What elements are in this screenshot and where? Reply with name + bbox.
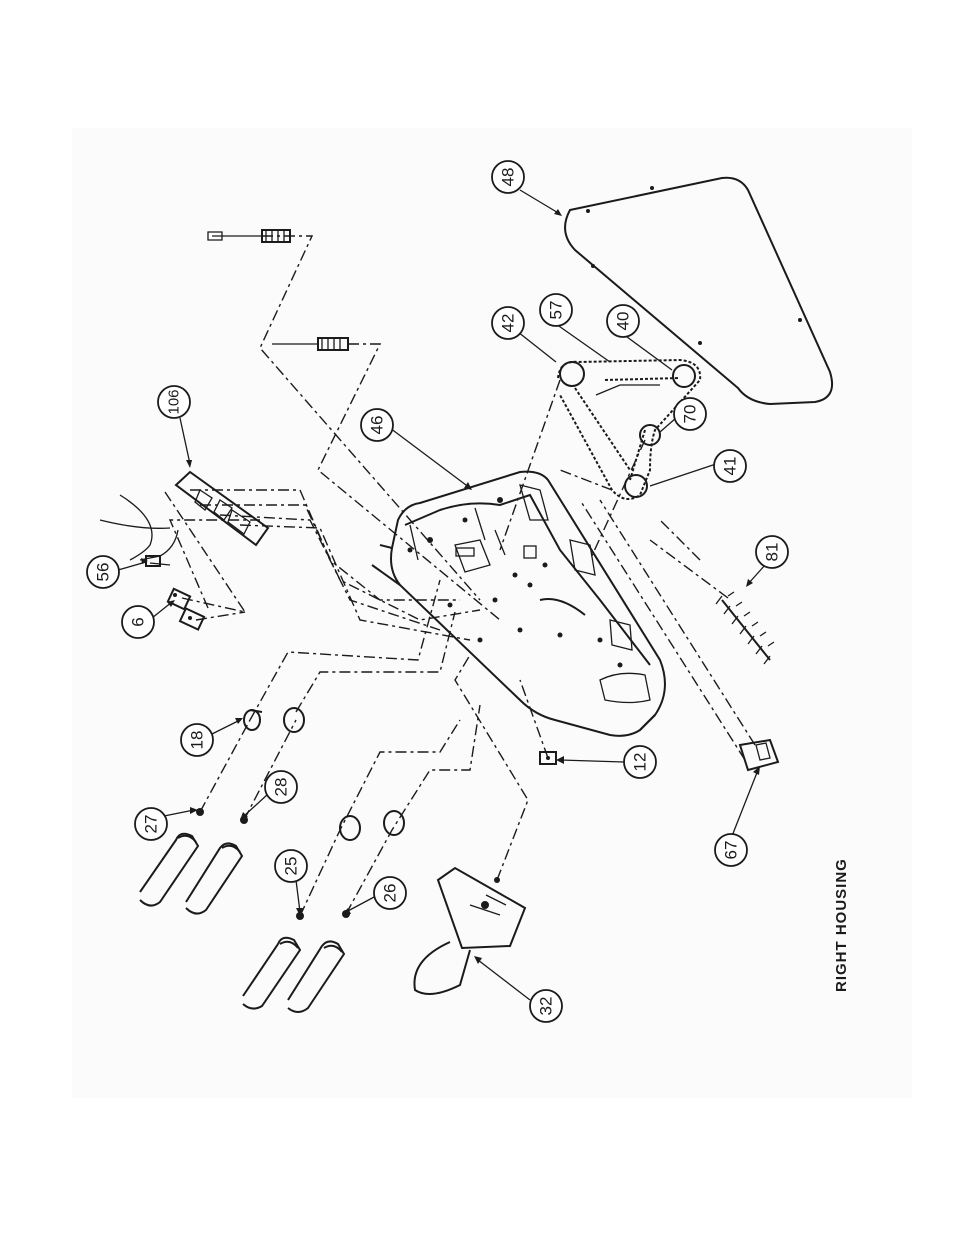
- svg-text:70: 70: [681, 405, 700, 424]
- callout-48: 48: [491, 160, 525, 194]
- svg-text:18: 18: [188, 731, 207, 750]
- cover-plate: [564, 176, 834, 406]
- diagram-title: RIGHT HOUSING: [833, 858, 850, 992]
- wire-harness: [99, 494, 179, 567]
- svg-text:57: 57: [547, 301, 566, 320]
- svg-text:106: 106: [166, 389, 183, 414]
- leader-lines: [117, 189, 767, 1001]
- callout-70: 70: [673, 397, 707, 431]
- callout-106: 106: [157, 385, 191, 419]
- callout-28: 28: [264, 770, 298, 804]
- svg-text:42: 42: [499, 314, 518, 333]
- svg-text:56: 56: [94, 563, 113, 582]
- bracket-part: [738, 738, 780, 772]
- callout-46: 46: [360, 408, 394, 442]
- svg-text:27: 27: [142, 815, 161, 834]
- callout-67: 67: [714, 833, 748, 867]
- callout-41: 41: [713, 449, 747, 483]
- bushings: [242, 707, 406, 841]
- actuator-part: [413, 866, 527, 995]
- svg-text:12: 12: [631, 753, 650, 772]
- callout-40: 40: [606, 304, 640, 338]
- callout-32: 32: [529, 989, 563, 1023]
- connectors: [166, 587, 206, 631]
- callout-42: 42: [491, 306, 525, 340]
- svg-text:26: 26: [381, 884, 400, 903]
- svg-text:32: 32: [537, 997, 556, 1016]
- callout-26: 26: [373, 876, 407, 910]
- spring-part: [715, 591, 775, 665]
- svg-text:25: 25: [282, 857, 301, 876]
- callout-25: 25: [274, 849, 308, 883]
- svg-text:81: 81: [763, 543, 782, 562]
- callout-81: 81: [755, 535, 789, 569]
- assembly-lines: [164, 235, 756, 917]
- right-housing: [371, 470, 666, 737]
- callout-12: 12: [623, 745, 657, 779]
- svg-text:41: 41: [721, 457, 740, 476]
- svg-text:40: 40: [614, 312, 633, 331]
- callout-18: 18: [180, 723, 214, 757]
- callout-6: 6: [121, 605, 155, 639]
- svg-text:28: 28: [272, 778, 291, 797]
- callout-57: 57: [539, 293, 573, 327]
- svg-text:48: 48: [499, 168, 518, 187]
- callout-56: 56: [86, 555, 120, 589]
- svg-text:6: 6: [129, 617, 148, 626]
- svg-text:46: 46: [368, 416, 387, 435]
- callout-27: 27: [134, 807, 168, 841]
- svg-text:67: 67: [722, 841, 741, 860]
